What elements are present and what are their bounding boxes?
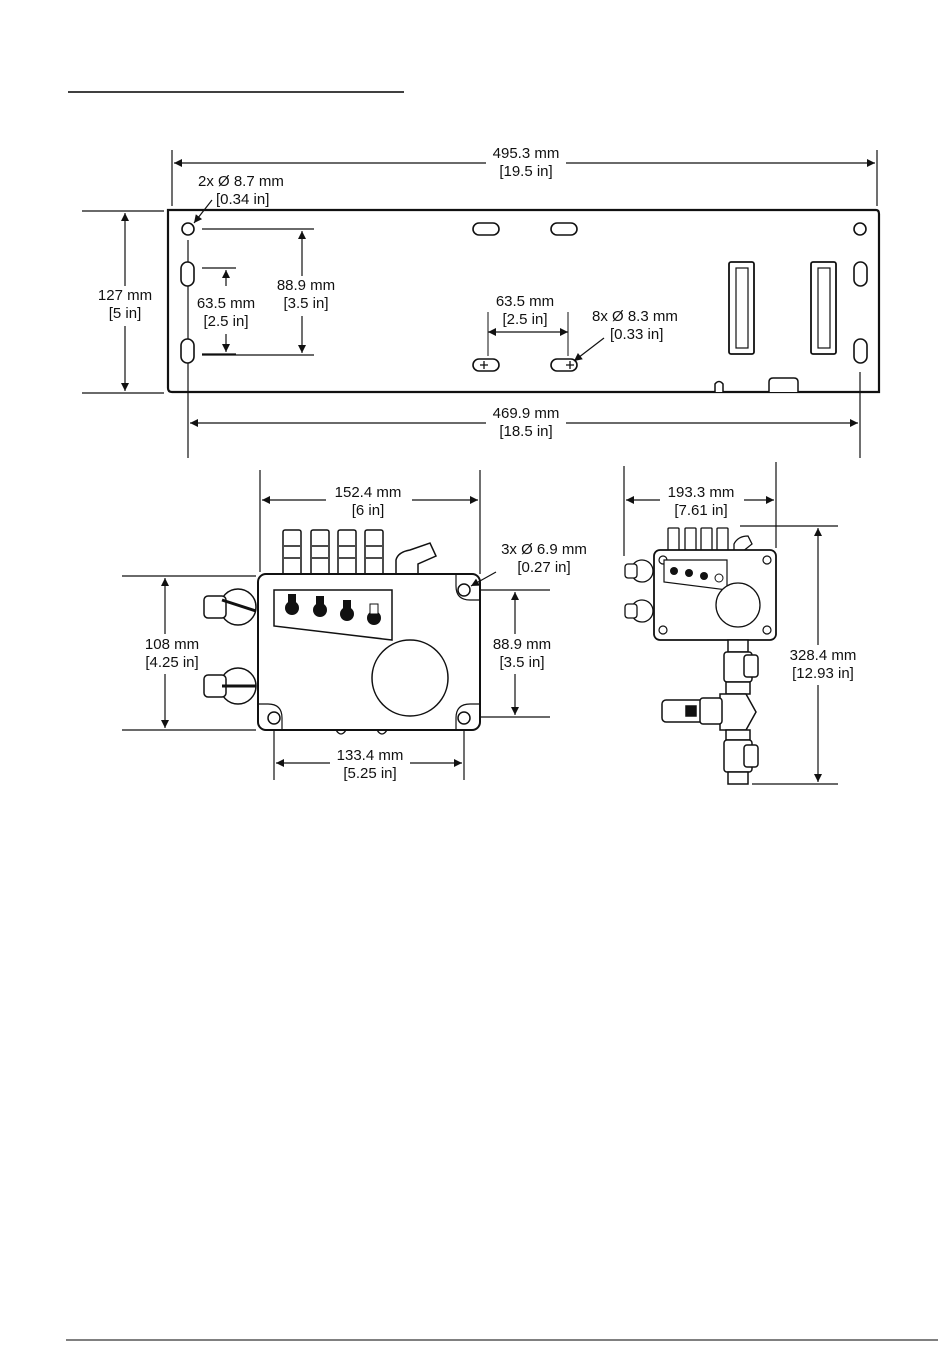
mount-hole <box>854 223 866 235</box>
hole-width-in: [18.5 in] <box>499 423 552 440</box>
slot-holes-in: [0.33 in] <box>610 326 663 343</box>
front-height-in: [4.25 in] <box>145 654 198 671</box>
slot <box>854 262 867 286</box>
side-width-mm: 193.3 mm <box>668 484 735 501</box>
center-slot-spacing-in: [2.5 in] <box>502 311 547 328</box>
center-slot-spacing-mm: 63.5 mm <box>496 293 554 310</box>
corner-holes-mm: 3x Ø 6.9 mm <box>501 541 587 558</box>
slot <box>181 262 194 286</box>
side-view-drawing: 193.3 mm [7.61 in] 328.4 mm [12.93 in] <box>624 462 864 784</box>
left-hole-spacing-mm: 88.9 mm <box>277 277 335 294</box>
front-width-mm: 152.4 mm <box>335 484 402 501</box>
side-width-in: [7.61 in] <box>674 502 727 519</box>
hole-width-mm: 469.9 mm <box>493 405 560 422</box>
slot <box>551 223 577 235</box>
left-slot-spacing-in: [2.5 in] <box>203 313 248 330</box>
mount-hole <box>182 223 194 235</box>
vertical-hole-spacing-mm: 88.9 mm <box>493 636 551 653</box>
slot-holes-mm: 8x Ø 8.3 mm <box>592 308 678 325</box>
side-height-mm: 328.4 mm <box>790 647 857 664</box>
tube-fittings <box>283 530 436 576</box>
corner-holes-in: [0.27 in] <box>517 559 570 576</box>
mount-hole-mm: 2x Ø 8.7 mm <box>198 173 284 190</box>
panel-height-in: [5 in] <box>109 305 142 322</box>
sensor-disc <box>372 640 448 716</box>
front-height-mm: 108 mm <box>145 636 199 653</box>
horizontal-hole-spacing-in: [5.25 in] <box>343 765 396 782</box>
front-view-drawing: 152.4 mm [6 in] 3x Ø 6.9 mm [0.27 in] 10… <box>122 470 587 784</box>
front-width-in: [6 in] <box>352 502 385 519</box>
overall-width-mm: 495.3 mm <box>493 145 560 162</box>
slot <box>854 339 867 363</box>
horizontal-hole-spacing-mm: 133.4 mm <box>337 747 404 764</box>
side-height-in: [12.93 in] <box>792 665 854 682</box>
left-hole-spacing-in: [3.5 in] <box>283 295 328 312</box>
top-panel-drawing: 495.3 mm [19.5 in] 2x Ø 8.7 mm [0.34 in]… <box>82 142 879 458</box>
mount-hole-in: [0.34 in] <box>216 191 269 208</box>
left-slot-spacing-mm: 63.5 mm <box>197 295 255 312</box>
slot <box>181 339 194 363</box>
overall-width-in: [19.5 in] <box>499 163 552 180</box>
pipe-assembly <box>662 640 758 784</box>
panel-height-mm: 127 mm <box>98 287 152 304</box>
slot <box>473 223 499 235</box>
vertical-hole-spacing-in: [3.5 in] <box>499 654 544 671</box>
